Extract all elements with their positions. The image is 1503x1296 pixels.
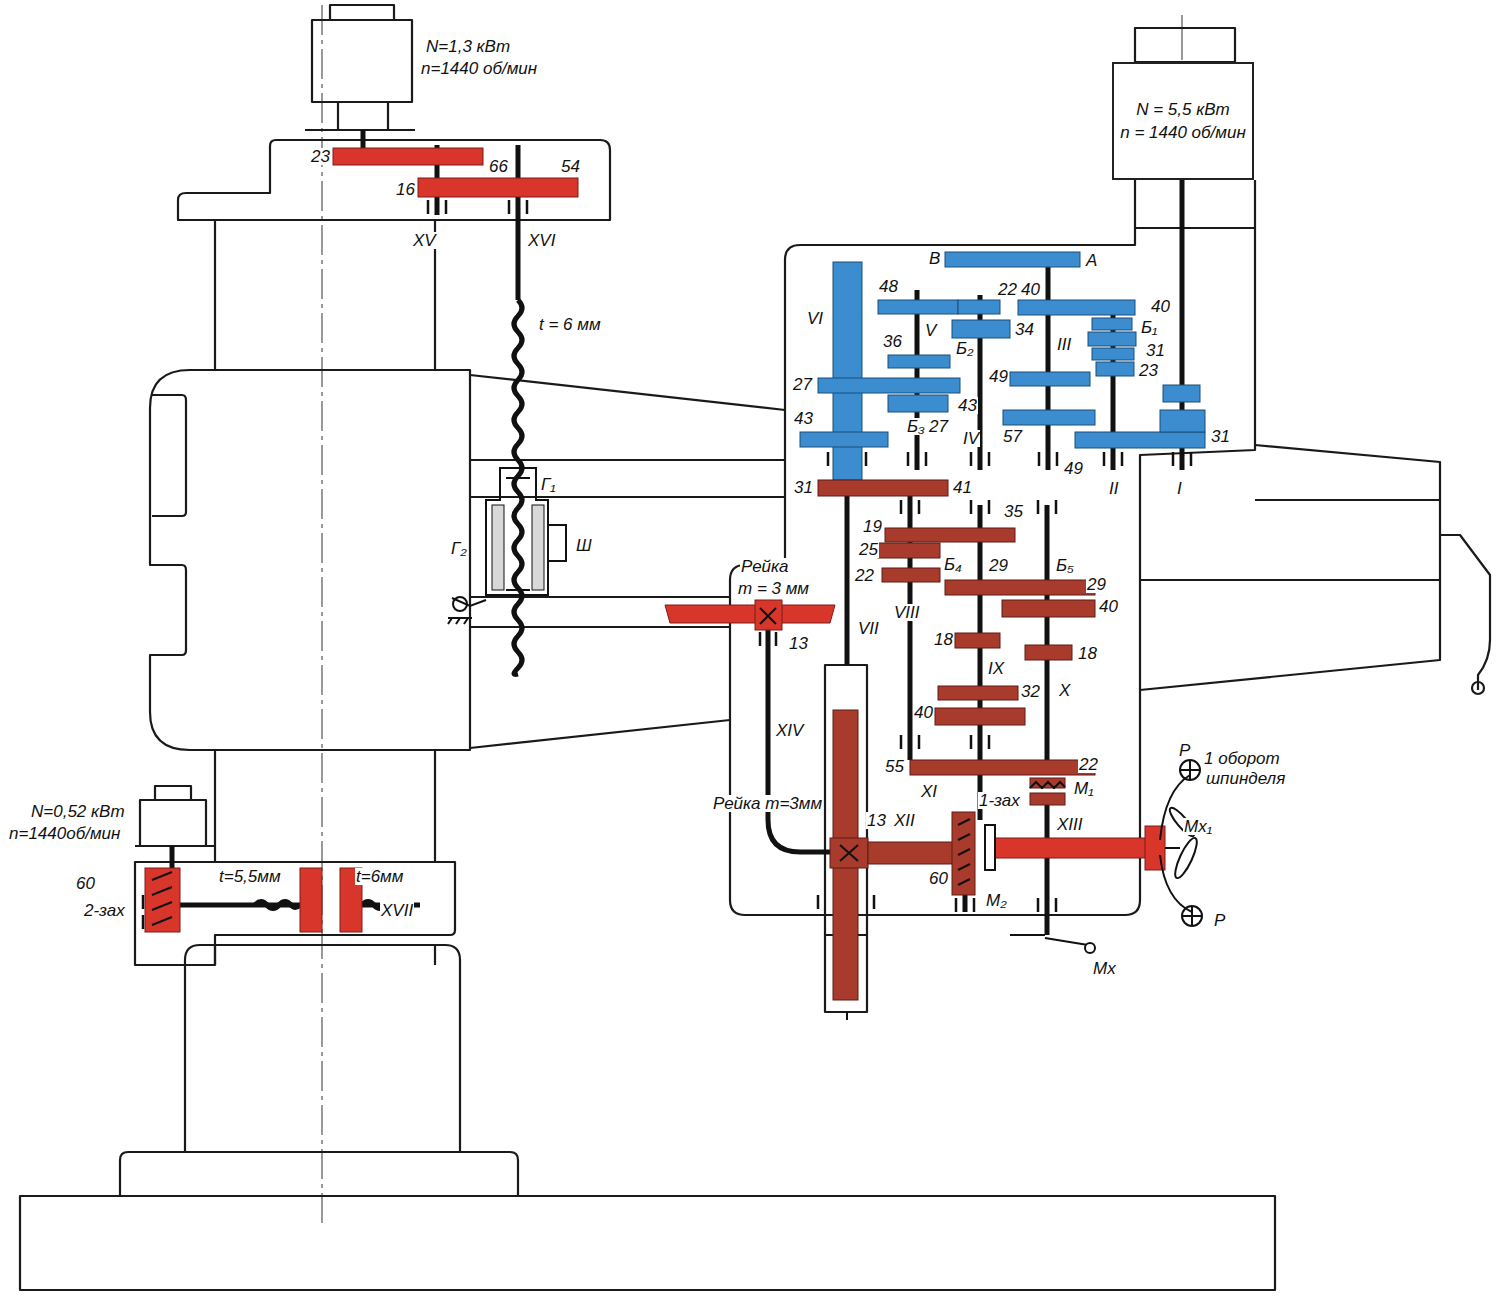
part-label: 48 bbox=[878, 278, 899, 295]
part-label: III bbox=[1056, 336, 1072, 353]
part-label: V bbox=[924, 322, 937, 339]
part-label: 19 bbox=[862, 518, 883, 535]
part-label: X bbox=[1058, 682, 1071, 699]
part-label: Б₄ bbox=[943, 556, 963, 573]
part-label: XIII bbox=[1056, 816, 1084, 833]
part-label: 31 bbox=[793, 479, 814, 496]
part-label: VIII bbox=[893, 604, 921, 621]
part-label: t=6мм bbox=[355, 868, 404, 885]
part-label: Б₃ bbox=[906, 418, 926, 435]
part-label: 18 bbox=[1077, 645, 1098, 662]
part-label: I bbox=[1176, 480, 1183, 497]
part-label: t = 6 мм bbox=[538, 316, 602, 333]
part-label: 22 bbox=[854, 567, 875, 584]
part-label: XVI bbox=[527, 232, 556, 249]
part-label: 31 bbox=[1145, 342, 1166, 359]
part-label: XV bbox=[412, 232, 437, 249]
part-label: 16 bbox=[395, 181, 416, 198]
part-label: II bbox=[1108, 480, 1119, 497]
part-label: 40 bbox=[1098, 598, 1119, 615]
part-label: 1 оборот bbox=[1203, 750, 1281, 767]
part-label: 1-зах bbox=[978, 792, 1021, 809]
part-label: шпинделя bbox=[1205, 770, 1286, 787]
part-label: Б₁ bbox=[1140, 319, 1158, 336]
part-label: XIV bbox=[775, 722, 804, 739]
part-label: 25 bbox=[858, 541, 879, 558]
part-label: Б₅ bbox=[1055, 557, 1075, 574]
part-label: 43 bbox=[957, 397, 978, 414]
part-label: Г₂ bbox=[450, 540, 468, 557]
part-label: 29 bbox=[1086, 576, 1107, 593]
part-label: 13 bbox=[788, 635, 809, 652]
part-label: Mx₁ bbox=[1183, 818, 1213, 835]
part-label: M₁ bbox=[1073, 780, 1095, 797]
part-label: VI bbox=[806, 310, 824, 327]
part-label: P bbox=[1213, 912, 1226, 929]
part-label: 35 bbox=[1003, 503, 1024, 520]
part-label: 43 bbox=[793, 410, 814, 427]
part-label: 49 bbox=[1063, 460, 1084, 477]
part-label: n=1440 об/мин bbox=[420, 60, 538, 77]
part-label: n=1440об/мин bbox=[8, 825, 121, 842]
part-label: XVII bbox=[380, 902, 414, 919]
part-label: 29 bbox=[988, 557, 1009, 574]
motor-box: N = 5,5 кВт n = 1440 об/мин bbox=[1112, 62, 1254, 180]
part-label: 66 bbox=[488, 158, 509, 175]
part-label: IV bbox=[962, 430, 980, 447]
part-label: 31 bbox=[1210, 428, 1231, 445]
part-label: 36 bbox=[882, 333, 903, 350]
part-label: 60 bbox=[928, 870, 949, 887]
part-label: Б₂ bbox=[955, 340, 975, 357]
part-label: XII bbox=[893, 812, 916, 829]
part-label: 32 bbox=[1020, 683, 1041, 700]
part-label: XI bbox=[920, 783, 938, 800]
part-label: N=0,52 кВт bbox=[30, 803, 126, 820]
part-label: VII bbox=[857, 620, 880, 637]
part-label: В bbox=[928, 250, 941, 267]
part-label: 18 bbox=[933, 631, 954, 648]
part-label: 41 bbox=[952, 479, 973, 496]
part-label: 49 bbox=[988, 368, 1009, 385]
part-label: N=1,3 кВт bbox=[425, 38, 511, 55]
part-label: 23 bbox=[1138, 362, 1159, 379]
part-label: 27 bbox=[928, 418, 949, 435]
part-label: 34 bbox=[1014, 321, 1035, 338]
part-label: P bbox=[1178, 742, 1191, 759]
part-label: M₂ bbox=[985, 892, 1008, 909]
part-label: 54 bbox=[560, 158, 581, 175]
part-label: 57 bbox=[1002, 428, 1023, 445]
part-label: t=5,5мм bbox=[218, 868, 282, 885]
part-label: m = 3 мм bbox=[737, 580, 810, 597]
part-label: Mx bbox=[1092, 960, 1117, 977]
part-label: 2-зах bbox=[83, 902, 126, 919]
motor-spec: n = 1440 об/мин bbox=[1120, 124, 1246, 141]
part-label: 22 bbox=[997, 281, 1018, 298]
part-label: Г₁ bbox=[540, 476, 557, 493]
part-label: 22 bbox=[1078, 756, 1099, 773]
part-label: А bbox=[1085, 252, 1098, 269]
part-label: 40 bbox=[1150, 298, 1171, 315]
part-label: 40 bbox=[1020, 281, 1041, 298]
part-label: 40 bbox=[913, 704, 934, 721]
part-label: 23 bbox=[310, 148, 331, 165]
part-label: Ш bbox=[575, 537, 593, 554]
part-label: Рейка m=3мм bbox=[712, 795, 823, 812]
part-label: 60 bbox=[75, 875, 96, 892]
part-label: 55 bbox=[884, 758, 905, 775]
part-label: Рейка bbox=[740, 558, 790, 575]
part-label: IX bbox=[987, 660, 1005, 677]
part-label: 27 bbox=[792, 376, 813, 393]
motor-spec: N = 5,5 кВт bbox=[1136, 101, 1230, 118]
part-label: 13 bbox=[866, 812, 887, 829]
